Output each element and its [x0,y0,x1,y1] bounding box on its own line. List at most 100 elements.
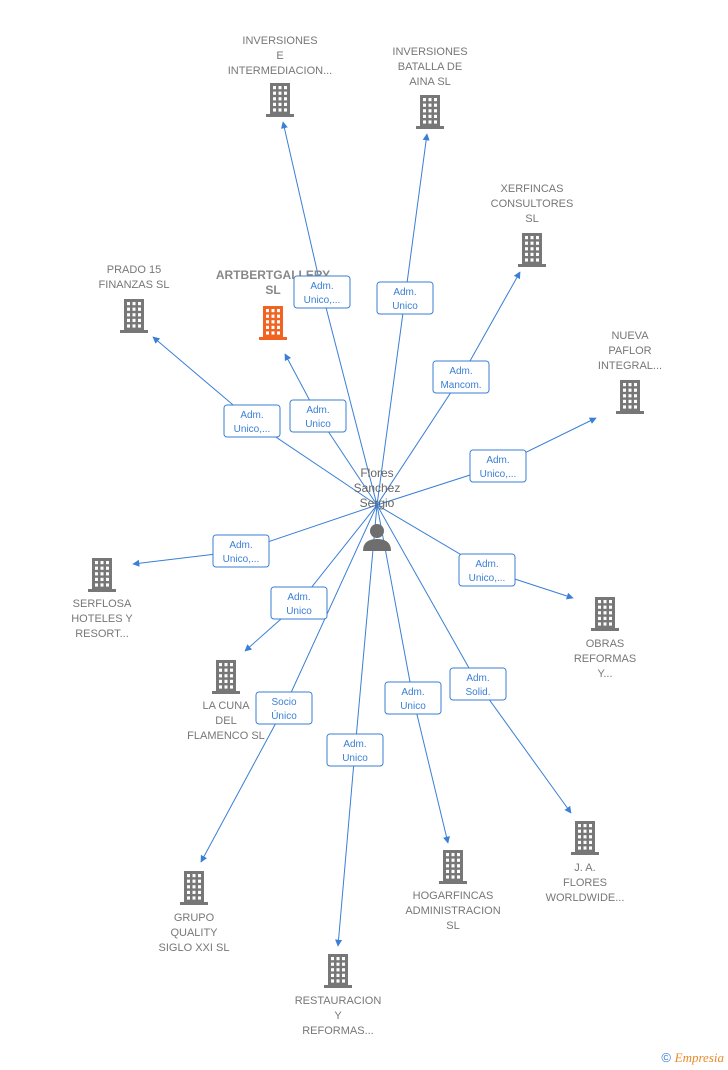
company-label: INVERSIONES [392,46,467,58]
relation-label-serflosa[interactable]: Adm. Unico,... [212,534,270,568]
company-label: INTERMEDIACION... [228,65,333,77]
building-icon [439,850,467,884]
company-label: NUEVA [611,330,649,342]
building-icon [266,83,294,117]
relation-edge-hogarfincas [376,504,450,844]
company-node-xerfincas[interactable]: XERFINCAS CONSULTORES SL [491,183,574,267]
company-label: XERFINCAS [501,183,564,195]
company-label: AINA SL [409,76,451,88]
person-name: Sergio [360,496,395,510]
company-node-obras-reformas[interactable]: OBRAS REFORMAS Y... [574,597,636,680]
relation-label-text: Adm. [229,540,252,551]
company-label: HOGARFINCAS [413,890,494,902]
relation-label-text: Adm. [287,592,310,603]
company-label: REFORMAS [574,653,636,665]
company-label: OBRAS [586,638,625,650]
company-label: RESORT... [75,628,129,640]
building-icon [571,821,599,855]
company-label: CONSULTORES [491,198,574,210]
company-label: SL [446,920,459,932]
company-label: SERFLOSA [73,598,132,610]
company-label: PRADO 15 [107,264,161,276]
relation-edge-inversiones-batalla [376,133,430,506]
relation-label-obras-reformas[interactable]: Adm.Unico,... [458,553,516,587]
person-name: Sanchez [354,481,401,495]
company-label: Y [334,1010,342,1022]
company-node-prado15[interactable]: PRADO 15 FINANZAS SL [99,264,170,333]
company-label: ADMINISTRACION [405,905,500,917]
company-label: SIGLO XXI SL [159,942,230,954]
company-node-grupo-quality[interactable]: GRUPO QUALITY SIGLO XXI SL [159,871,230,954]
company-label: QUALITY [170,927,218,939]
relation-label-text: Adm. [306,405,329,416]
relation-label-text: Adm. [240,410,263,421]
relation-label-prado15[interactable]: Adm.Unico,... [223,404,281,438]
building-icon [88,558,116,592]
relation-label-text: Adm. [393,287,416,298]
company-node-nueva-paflor[interactable]: NUEVA PAFLOR INTEGRAL... [598,330,662,414]
relation-label-text: Solid. [465,687,490,698]
relation-label-text: Unico,... [223,554,260,565]
company-label: SL [525,213,538,225]
footer-brand: © Empresia [661,1050,724,1066]
company-node-restauracion[interactable]: RESTAURACION Y REFORMAS... [295,954,382,1037]
company-label: REFORMAS... [302,1025,374,1037]
person-icon [363,524,391,551]
building-icon [591,597,619,631]
company-label: RESTAURACION [295,995,382,1007]
relation-edge-restauracion [335,504,378,947]
relation-label-inversiones-intermediacion[interactable]: Adm. Unico,... [293,275,351,309]
company-node-inversiones-intermediacion[interactable]: INVERSIONES E INTERMEDIACION... [228,35,333,117]
relation-label-text: Adm. [486,455,509,466]
company-label: PAFLOR [608,345,651,357]
relation-label-inversiones-batalla[interactable]: Adm. Unico [376,281,434,315]
nodes-layer: INVERSIONESEINTERMEDIACION...INVERSIONES… [71,35,662,1037]
brand-logo: Empresia [674,1050,724,1065]
building-icon [518,233,546,267]
relation-label-text: Único [271,709,297,722]
company-label: Y... [597,668,612,680]
company-label: INVERSIONES [242,35,317,47]
company-label: SL [265,283,280,297]
building-icon [324,954,352,988]
relation-label-text: Adm. [475,559,498,570]
company-node-serflosa[interactable]: SERFLOSA HOTELES Y RESORT... [71,558,133,640]
relation-label-text: Adm. [343,739,366,750]
relation-label-la-cuna[interactable]: Adm. Unico [270,586,328,620]
relation-label-text: Unico [392,301,418,312]
company-label: WORLDWIDE... [546,892,625,904]
relation-label-ja-flores[interactable]: Adm.Solid. [449,667,507,701]
relation-label-text: Unico,... [480,469,517,480]
company-label: INTEGRAL... [598,360,662,372]
company-label: LA CUNA [202,700,250,712]
relation-label-xerfincas[interactable]: Adm.Mancom. [432,360,490,394]
company-label: FINANZAS SL [99,279,170,291]
edge-labels-layer: Adm.Unico,...Adm.UnicoAdm.Mancom.Adm.Uni… [212,275,527,767]
relation-label-artbertgallery[interactable]: Adm. Unico [289,399,347,433]
relation-label-text: Unico [305,419,331,430]
relation-label-text: Adm. [449,366,472,377]
company-node-inversiones-batalla[interactable]: INVERSIONES BATALLA DE AINA SL [392,46,468,129]
company-label: BATALLA DE [398,61,462,73]
relation-label-text: Socio [271,697,296,708]
company-label: E [276,50,283,62]
company-label: DEL [215,715,236,727]
building-icon [616,380,644,414]
relation-label-text: Adm. [401,687,424,698]
building-icon [120,299,148,333]
relation-label-nueva-paflor[interactable]: Adm. Unico,... [469,449,527,483]
relation-label-text: Unico,... [304,295,341,306]
relation-label-hogarfincas[interactable]: Adm.Unico [384,681,442,715]
relation-label-text: Unico [286,606,312,617]
relation-label-restauracion[interactable]: Adm.Unico [326,733,384,767]
company-node-hogarfincas[interactable]: HOGARFINCAS ADMINISTRACION SL [405,850,501,932]
company-label: HOTELES Y [71,613,133,625]
company-label: GRUPO [174,912,215,924]
company-node-ja-flores[interactable]: J. A.FLORESWORLDWIDE... [546,821,625,904]
building-icon [180,871,208,905]
relation-label-text: Adm. [310,281,333,292]
